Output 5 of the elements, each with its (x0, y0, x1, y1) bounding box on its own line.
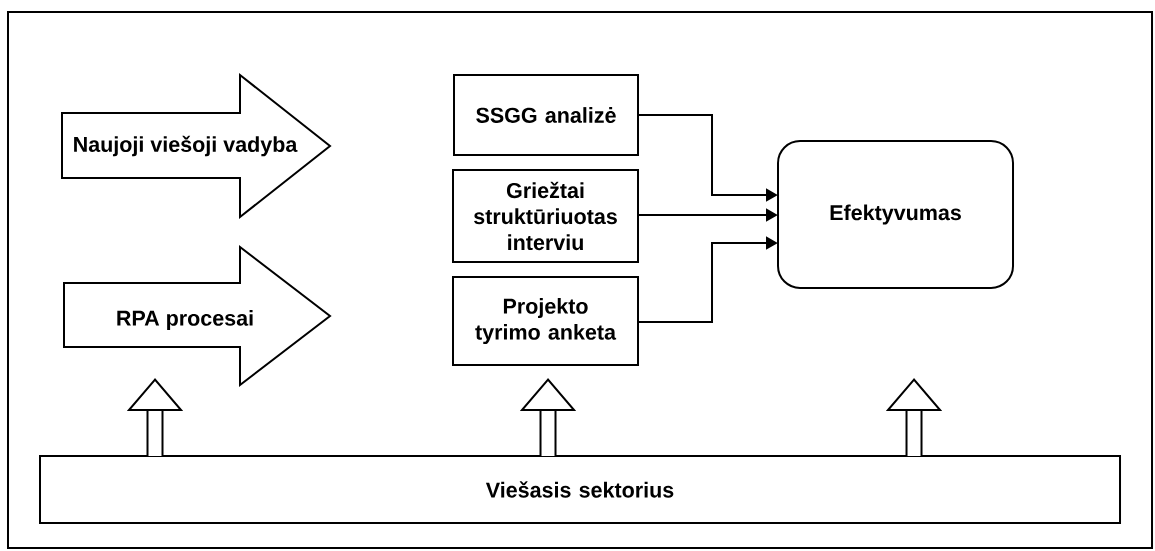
process-box: Viešasis sektorius (39, 455, 1121, 524)
process-box: Projekto tyrimo anketa (452, 276, 639, 366)
rounded-box: Efektyvumas (777, 140, 1014, 289)
process-box: SSGG analizė (453, 74, 639, 156)
process-box: Griežtai struktūriuotas interviu (452, 169, 639, 263)
